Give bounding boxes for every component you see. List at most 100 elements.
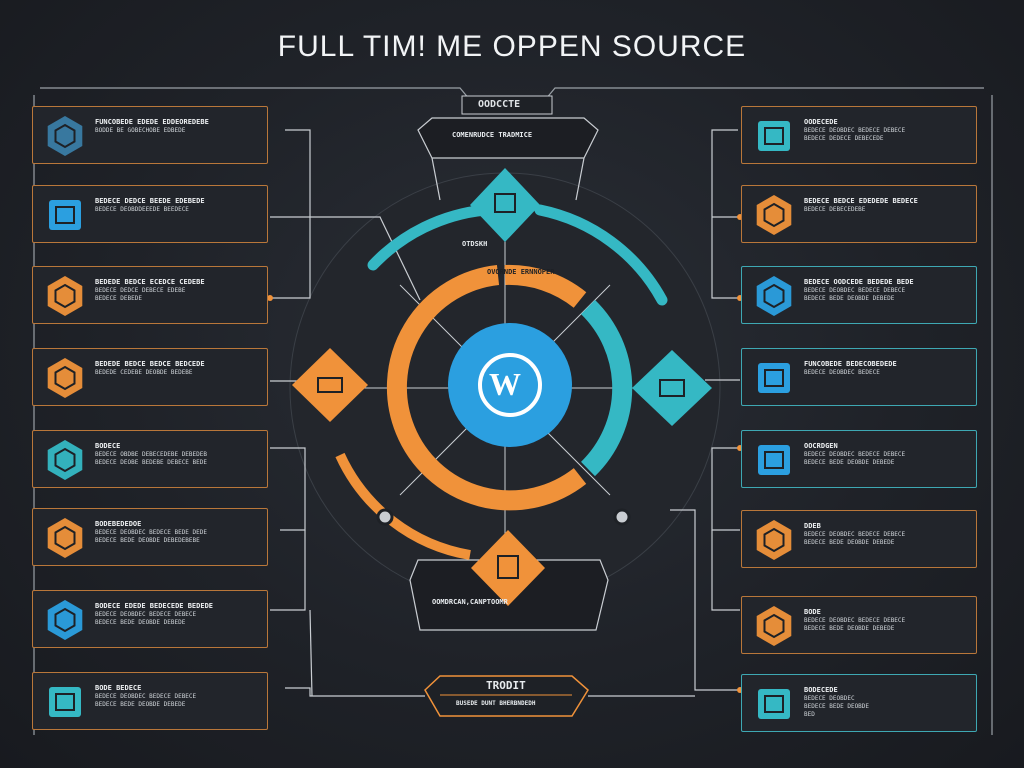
card-description-line: BEDECE BEDE DEOBDE DEBEDE xyxy=(804,625,895,632)
card-description-line: BEDECE DEOBDEC BEDECE DEBECE xyxy=(804,451,906,458)
card-description-line: BED xyxy=(804,711,815,718)
hexagon-hand-icon xyxy=(752,517,796,563)
box-stack-icon xyxy=(43,679,87,725)
lower-orange-arc xyxy=(335,452,471,560)
card-description-line: BEDECE DEOBDEC BEDECE DEBECE xyxy=(804,287,906,294)
node-dot-right xyxy=(613,508,631,526)
card-description-line: BEDECE BEDE DEOBDE DEBEDE xyxy=(804,295,895,302)
top-banner xyxy=(417,95,599,201)
card-title: FUNCOBEDE EDEDE EDDEOREDEBE xyxy=(95,118,209,126)
card-description: BEDECE DEBECEDEBE xyxy=(804,206,968,214)
card-description-line: BEDECE OBDBE DEBECEDEBE DEBEDEB xyxy=(95,451,207,458)
top-banner-label: COMENRUDCE TRADMICE xyxy=(452,131,533,139)
card-description-line: BEDECE DEOBDEC BEDECE DEBECE xyxy=(95,611,197,618)
hexagon-number-icon xyxy=(43,597,87,643)
hexagon-outline-icon xyxy=(43,273,87,319)
node-dot-left xyxy=(376,508,394,526)
card-title: BODEBEDEDOE xyxy=(95,520,142,528)
bottom-box-subtitle: BUSEDE DUNT BHERBNDEDH xyxy=(456,700,536,707)
diamond-right xyxy=(632,350,712,426)
card-title: FUNCOBEDE BEDECOBEDEDE xyxy=(804,360,897,368)
card-description-line: BEDECE DEOBDEC BEDECE DEBECE xyxy=(95,693,197,700)
hexagon-gear-icon xyxy=(43,113,87,159)
card-description-line: BEDECE BEDE DEOBDE DEBEDE xyxy=(95,701,186,708)
card-description: BEDECE DEOBDDEEEDE BEEDECE xyxy=(95,206,259,214)
center-badge xyxy=(448,323,572,447)
card-description-line: BEDECE DEBECEDEBE xyxy=(804,206,866,213)
orange-ring-label: OVORNDE ERNNOPER xyxy=(487,268,555,276)
monitor-icon xyxy=(752,355,796,401)
card-title: BODE xyxy=(804,608,821,616)
folder-icon xyxy=(752,113,796,159)
cube-icon xyxy=(43,192,87,238)
card-description: BEDECE DEOBDEC BEDECE xyxy=(804,369,968,377)
bottom-box xyxy=(424,675,589,717)
card-title: DDEB xyxy=(804,522,821,530)
top-box-label: OODCCTE xyxy=(478,99,521,110)
card-description-line: BEDECE DEOBDEC BEDECE DEBECE xyxy=(804,531,906,538)
card-title: OODECEDE xyxy=(804,118,838,126)
card-description: BEDEDE CEDEBE DEOBDE BEDEBE xyxy=(95,369,259,377)
card-title: BEDECE BEDCE EDEDEDE BEDECE xyxy=(804,197,918,205)
bottom-banner-label: OOMDRCAN,CANPTOOMR xyxy=(432,598,508,606)
card-description-line: BEDECE DEOBDEC BEDECE xyxy=(804,369,880,376)
card-title: BEDEDE BEDCE ECEDCE CEDEBE xyxy=(95,278,205,286)
diamond-left xyxy=(292,348,368,422)
card-title: OOCRDGEN xyxy=(804,442,838,450)
card-description-line: BEDECE BEDE DEOBDE DEBEDEBEBE xyxy=(95,537,200,544)
card-description-line: BEDECE BEDE DEOBDE DEBEDE xyxy=(804,539,895,546)
card-title: BODECEDE xyxy=(804,686,838,694)
inner-ring xyxy=(386,264,633,511)
outer-ring-label: OTDSKH xyxy=(462,240,488,248)
card-description-line: BEDECE DEDCE DEBECE EDEBE xyxy=(95,287,186,294)
window-icon xyxy=(752,681,796,727)
card-description-line: BODDE BE GOBECHOBE EDBEDE xyxy=(95,127,186,134)
card-description-line: BEDECE DEOBDDEEEDE BEEDECE xyxy=(95,206,189,213)
page-title: FULL TIM! ME OPPEN SOURCE xyxy=(277,30,747,63)
hexagon-wrench-icon xyxy=(752,192,796,238)
card-description-line: BEDECE DEOBDEC xyxy=(804,695,855,702)
card-title: BODE BEDECE xyxy=(95,684,142,692)
card-description-line: BEDECE DEOBDEC BEDECE DEBECE xyxy=(804,617,906,624)
card-description-line: BEDECE BEDE DEOBDE DEBEDE xyxy=(95,619,186,626)
hexagon-plug-icon xyxy=(752,603,796,649)
card-title: BEDECE DEDCE BEEDE EDEBEDE xyxy=(95,197,205,205)
card-title: BODECE xyxy=(95,442,121,450)
card-description-line: BEDECE BEDE DEOBDE DEBEDE xyxy=(804,459,895,466)
diamond-top xyxy=(470,168,540,242)
card-description-line: BEDECE DEOBDEC BEDECE BEDE DEDE xyxy=(95,529,207,536)
card-title: BODECE EDEDE BEDECEDE BEDEDE xyxy=(95,602,214,610)
left-connectors xyxy=(270,129,425,697)
center-badge-letter: W xyxy=(489,366,521,402)
card-description-line: BEDECE DEOBE BEDEBE DEBECE BEDE xyxy=(95,459,207,466)
card-description-line: BEDEDE CEDEBE DEOBDE BEDEBE xyxy=(95,369,193,376)
